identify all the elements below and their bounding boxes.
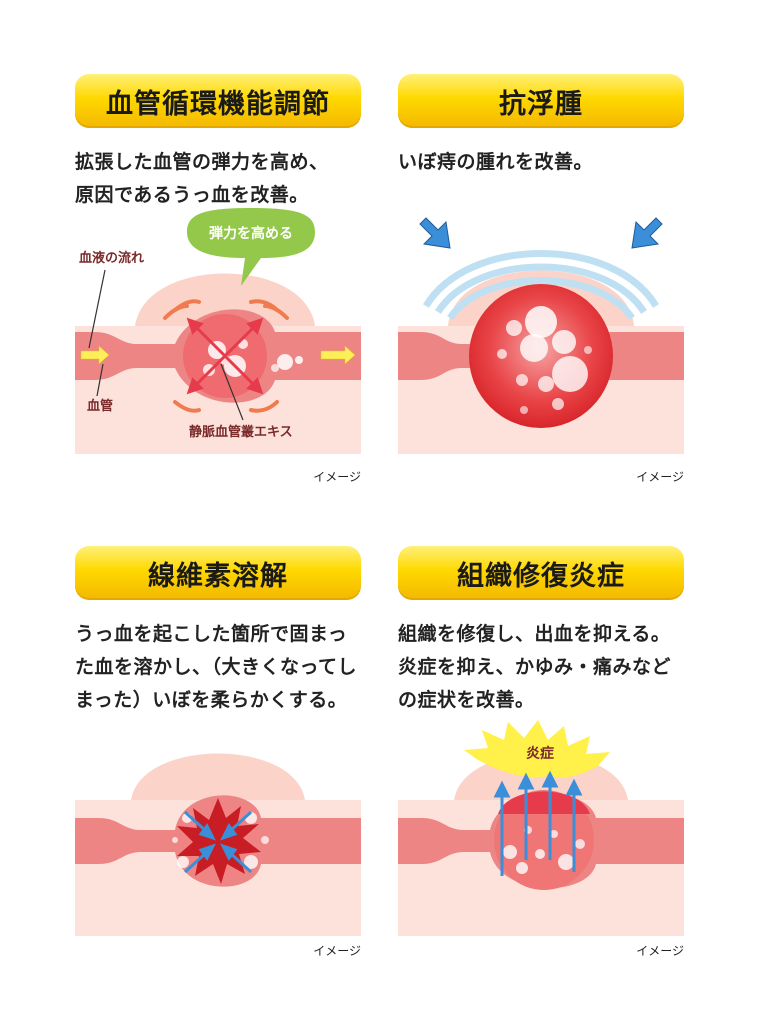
panel-title-badge: 血管循環機能調節: [75, 74, 361, 128]
tissue-repair-illustration: 炎症: [398, 720, 684, 946]
vessel-label: 血管: [87, 398, 113, 414]
panel-tissue-repair: 組織修復炎症 組織を修復し、出血を抑える。 炎症を抑え、かゆみ・痛みなど の症状…: [398, 546, 684, 958]
panel-description: 拡張した血管の弾力を高め、 原因であるうっ血を改善。: [75, 151, 329, 206]
image-caption: イメージ: [636, 470, 684, 484]
image-caption: イメージ: [636, 944, 684, 958]
panel-description: いぼ痔の腫れを改善。: [398, 151, 594, 173]
extract-label: 静脈血管叢エキス: [189, 424, 293, 440]
panel-title-badge: 組織修復炎症: [398, 546, 684, 600]
bubble-label: 弾力を高める: [209, 225, 293, 242]
panel-fibrinolysis: 線維素溶解 うっ血を起こした箇所で固まっ た血を溶かし、（大きくなってし まった…: [75, 546, 361, 958]
image-caption: イメージ: [313, 470, 361, 484]
panel-description: うっ血を起こした箇所で固まっ た血を溶かし、（大きくなってし まった）いぼを柔ら…: [75, 623, 358, 711]
fibrinolysis-illustration: [75, 726, 361, 946]
panel-title-badge: 線維素溶解: [75, 546, 361, 600]
panel-vascular-regulation: 血管循環機能調節 拡張した血管の弾力を高め、 原因であるうっ血を改善。: [75, 74, 361, 484]
blood-flow-label: 血液の流れ: [79, 250, 144, 266]
panel-title-badge: 抗浮腫: [398, 74, 684, 128]
vascular-illustration: 弾力を高める 血液の流れ 血管 静脈血管叢エキス: [75, 208, 361, 454]
panel-anti-edema: 抗浮腫 いぼ痔の腫れを改善。: [398, 74, 684, 484]
image-caption: イメージ: [313, 944, 361, 958]
anti-edema-illustration: [398, 214, 684, 454]
inflammation-label: 炎症: [526, 745, 554, 762]
panel-description: 組織を修復し、出血を抑える。 炎症を抑え、かゆみ・痛みなど の症状を改善。: [398, 623, 672, 711]
